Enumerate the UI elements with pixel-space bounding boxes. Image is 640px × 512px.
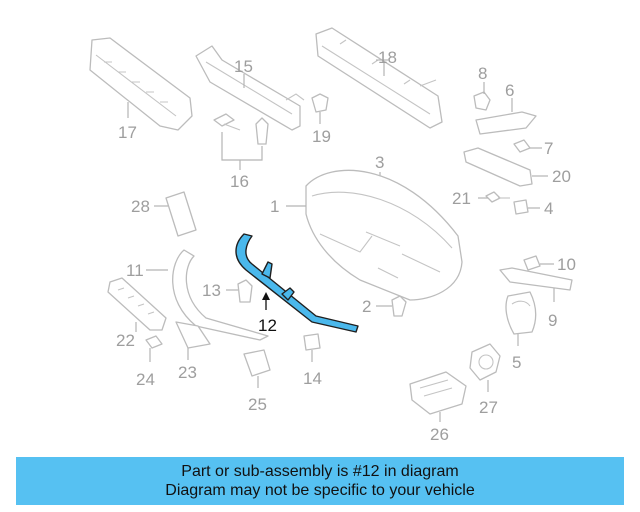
callout-18: 18 — [378, 48, 397, 67]
part-19-clip[interactable]: 19 — [311, 93, 331, 146]
callout-4: 4 — [544, 199, 553, 218]
callout-14: 14 — [303, 369, 322, 388]
part-4-clip[interactable]: 4 — [513, 199, 553, 218]
part-23-cover[interactable]: 23 — [175, 321, 211, 382]
callout-19: 19 — [312, 127, 331, 146]
callout-27: 27 — [479, 398, 498, 417]
part-12-highlighted[interactable]: 12 — [235, 233, 359, 335]
part-13-bolt[interactable]: 13 — [202, 279, 253, 303]
callout-23: 23 — [178, 363, 197, 382]
callout-24: 24 — [136, 370, 155, 389]
callout-25: 25 — [248, 395, 267, 414]
part-14-clip[interactable]: 14 — [303, 333, 322, 388]
part-25-bracket[interactable]: 25 — [243, 349, 271, 414]
part-1-bumper-cover[interactable]: 1 — [270, 169, 463, 301]
info-banner: Part or sub-assembly is #12 in diagram D… — [16, 457, 624, 505]
part-17-energy-absorber[interactable]: 17 — [89, 37, 193, 142]
callout-3: 3 — [375, 153, 384, 172]
part-27-lamp[interactable]: 27 — [469, 343, 501, 417]
callout-6: 6 — [505, 81, 514, 100]
part-10-clip[interactable]: 10 — [523, 255, 576, 274]
part-5-housing[interactable]: 5 — [505, 291, 537, 372]
callout-15: 15 — [234, 57, 253, 76]
callout-13: 13 — [202, 281, 221, 300]
callout-17: 17 — [118, 123, 137, 142]
banner-line-2: Diagram may not be specific to your vehi… — [165, 482, 475, 499]
callout-5: 5 — [512, 353, 521, 372]
part-28-license-bracket[interactable]: 28 — [131, 191, 197, 237]
callout-8: 8 — [478, 64, 487, 83]
part-9-strip[interactable]: 9 — [499, 267, 573, 330]
callout-2: 2 — [362, 297, 371, 316]
callout-7: 7 — [544, 139, 553, 158]
part-21-screw[interactable]: 21 — [452, 189, 510, 208]
part-24-screw[interactable]: 24 — [136, 335, 163, 389]
arrow-icon — [262, 292, 270, 300]
callout-10: 10 — [557, 255, 576, 274]
callout-11: 11 — [126, 261, 144, 280]
callout-21: 21 — [452, 189, 471, 208]
callout-16: 16 — [230, 172, 249, 191]
part-20-bracket[interactable]: 20 — [463, 147, 571, 187]
part-26-duct[interactable]: 26 — [409, 371, 467, 444]
part-15-bracket[interactable]: 15 — [195, 45, 305, 131]
part-18-reinforcement[interactable]: 18 — [315, 27, 443, 129]
callout-26: 26 — [430, 425, 449, 444]
callout-12: 12 — [258, 316, 277, 335]
callout-9: 9 — [548, 311, 557, 330]
part-7-clip[interactable]: 7 — [513, 139, 553, 158]
part-6-bracket[interactable]: 6 — [475, 81, 537, 135]
callout-22: 22 — [116, 331, 135, 350]
part-22-grille[interactable]: 22 — [107, 277, 167, 350]
banner-line-1: Part or sub-assembly is #12 in diagram — [181, 463, 459, 480]
part-16-fasteners[interactable]: 16 — [213, 113, 269, 191]
exploded-parts-diagram: 17 15 16 19 18 8 6 — [89, 27, 576, 444]
callout-28: 28 — [131, 197, 150, 216]
part-8-clip[interactable]: 8 — [473, 64, 491, 111]
callout-1: 1 — [270, 197, 279, 216]
part-2-bolt[interactable]: 2 — [362, 295, 407, 317]
callout-20: 20 — [552, 167, 571, 186]
part-11-deflector[interactable]: 11 — [126, 249, 269, 341]
